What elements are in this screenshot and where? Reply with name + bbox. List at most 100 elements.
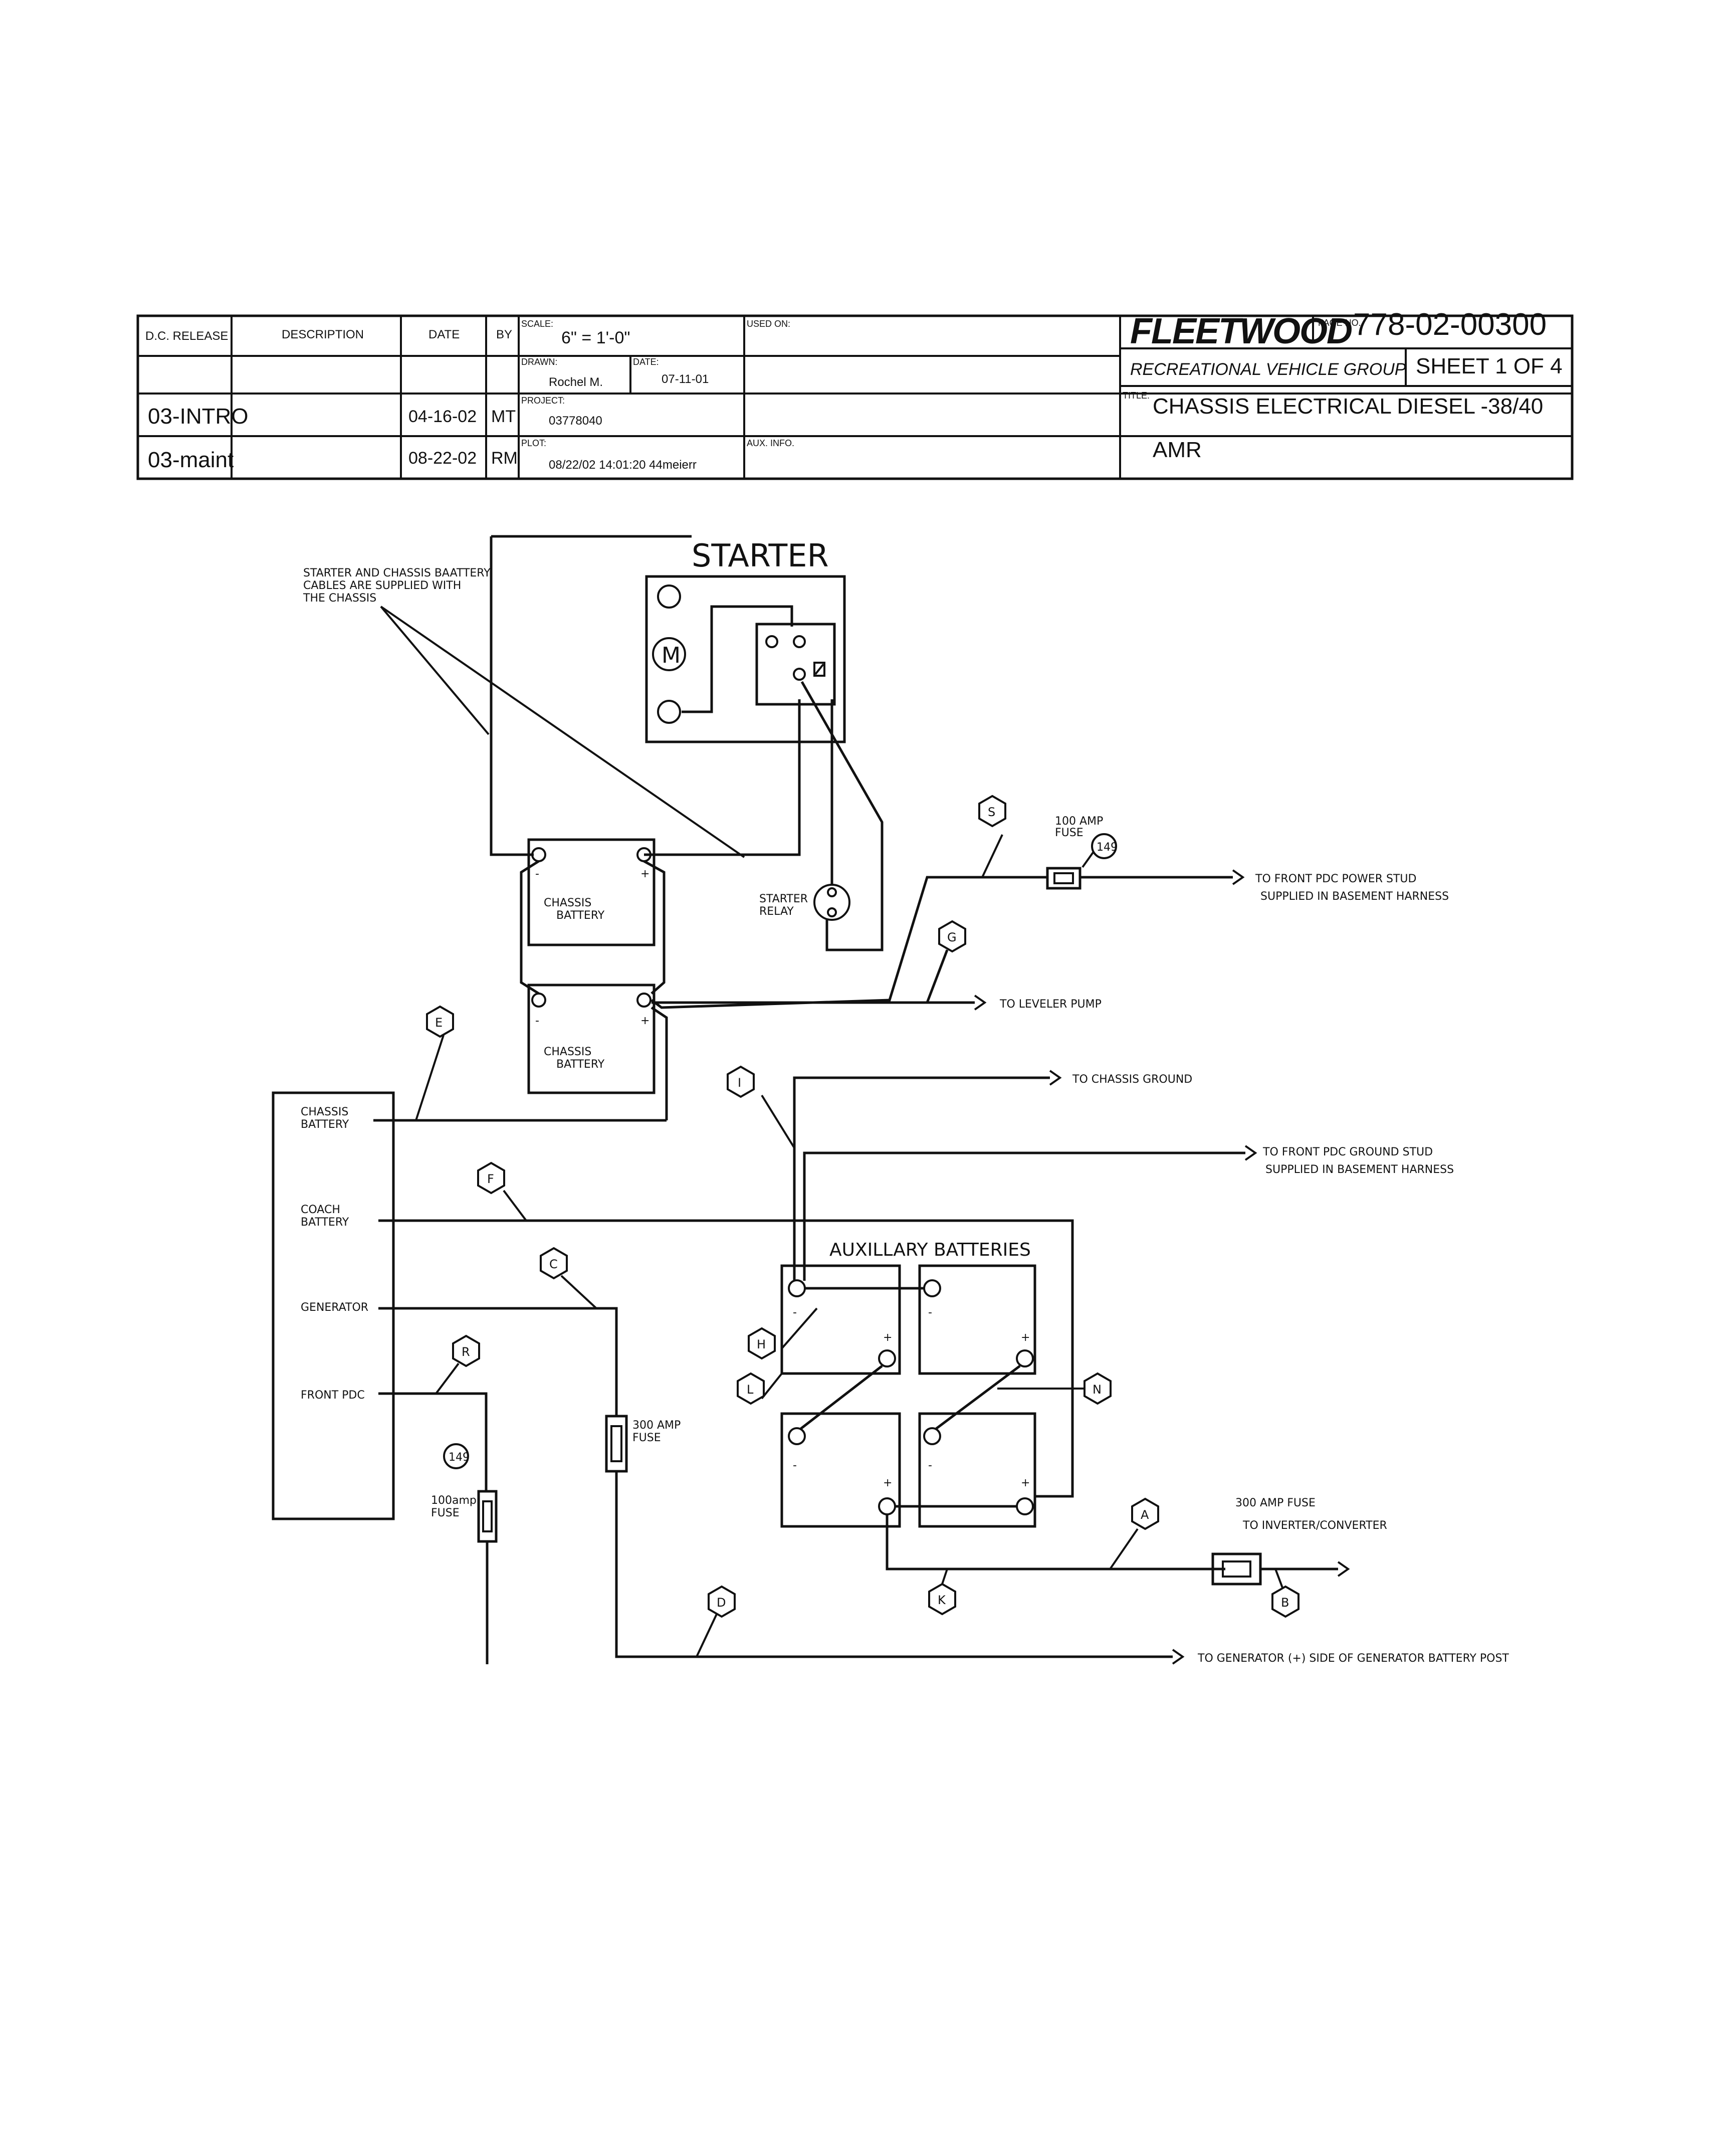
chassis-battery-1: - + CHASSIS BATTERY	[527, 838, 656, 946]
svg-text:SUPPLIED IN BASEMENT HARNESS: SUPPLIED IN BASEMENT HARNESS	[1260, 890, 1449, 903]
revision-row-1: 03-INTRO 04-16-02 MT	[148, 404, 516, 429]
motor-icon	[652, 637, 686, 671]
starter-label: STARTER	[692, 537, 829, 574]
aux-batteries-label: AUXILLARY BATTERIES	[829, 1240, 1031, 1260]
circuit-149-badge	[1091, 833, 1117, 859]
svg-text:S: S	[988, 805, 995, 819]
svg-text:FUSE: FUSE	[632, 1432, 661, 1444]
svg-text:-: -	[535, 1015, 539, 1027]
svg-text:D: D	[717, 1596, 726, 1610]
drawn-label: DRAWN:	[521, 357, 557, 367]
project-label: PROJECT:	[521, 396, 565, 406]
svg-text:L: L	[747, 1383, 754, 1397]
svg-text:TO FRONT PDC POWER STUD: TO FRONT PDC POWER STUD	[1255, 873, 1416, 885]
aux-battery-1: - +	[780, 1264, 901, 1375]
svg-text:STARTER AND CHASSIS BAATTERY: STARTER AND CHASSIS BAATTERY	[303, 567, 491, 579]
svg-text:-: -	[535, 868, 539, 880]
revision-date: 04-16-02	[408, 407, 477, 426]
fuse-100-amp	[1046, 867, 1081, 890]
title-label: TITLE:	[1123, 390, 1150, 401]
svg-text:COACH: COACH	[301, 1204, 340, 1216]
circuit-149-badge	[443, 1443, 469, 1469]
header-description: DESCRIPTION	[282, 328, 364, 341]
header-date: DATE	[428, 328, 460, 341]
svg-text:+: +	[883, 1477, 892, 1489]
svg-text:300 AMP FUSE: 300 AMP FUSE	[1235, 1497, 1316, 1509]
svg-text:TO LEVELER PUMP: TO LEVELER PUMP	[999, 998, 1102, 1011]
wire-tag-h: H	[748, 1327, 776, 1360]
svg-text:CHASSIS: CHASSIS	[301, 1106, 348, 1118]
svg-text:C: C	[549, 1257, 558, 1271]
svg-text:FUSE: FUSE	[431, 1507, 460, 1519]
scale-label: SCALE:	[521, 319, 553, 329]
svg-text:CHASSIS: CHASSIS	[544, 1046, 591, 1058]
svg-text:I: I	[738, 1076, 741, 1090]
svg-text:G: G	[947, 930, 957, 944]
svg-text:R: R	[462, 1345, 470, 1359]
svg-text:300 AMP: 300 AMP	[632, 1419, 681, 1432]
page-number: 778-02-00300	[1353, 307, 1547, 342]
fuse-300-amp	[605, 1415, 628, 1473]
starter-assembly: STARTER M	[645, 537, 846, 743]
fuse-100amp	[477, 1490, 498, 1543]
svg-text:GENERATOR: GENERATOR	[301, 1301, 368, 1314]
revision-release: 03-INTRO	[148, 404, 248, 429]
svg-text:CABLES ARE SUPPLIED WITH: CABLES ARE SUPPLIED WITH	[303, 579, 461, 592]
note-text: STARTER AND CHASSIS BAATTERY CABLES ARE …	[303, 567, 491, 605]
svg-text:-: -	[928, 1459, 932, 1472]
svg-text:FUSE: FUSE	[1055, 827, 1084, 839]
svg-text:TO GENERATOR (+) SIDE OF GENER: TO GENERATOR (+) SIDE OF GENERATOR BATTE…	[1197, 1652, 1509, 1665]
chassis-battery-2: - + CHASSIS BATTERY	[527, 984, 656, 1094]
aux-battery-3: - +	[780, 1412, 901, 1528]
brand-subtitle: RECREATIONAL VEHICLE GROUP	[1130, 360, 1406, 379]
fleetwood-logo: FLEETWOOD	[1130, 311, 1352, 351]
svg-text:+: +	[1021, 1331, 1030, 1344]
motor-label: M	[662, 643, 681, 668]
wire-tag-n: N	[1084, 1372, 1112, 1405]
drawn-value: Rochel M.	[549, 375, 603, 389]
svg-text:+: +	[640, 868, 650, 880]
svg-text:TO FRONT PDC GROUND STUD: TO FRONT PDC GROUND STUD	[1262, 1146, 1433, 1158]
project-value: 03778040	[549, 414, 602, 428]
wire-tag-f: F	[477, 1161, 505, 1195]
scale-value: 6" = 1'-0"	[561, 328, 630, 347]
svg-text:RELAY: RELAY	[759, 905, 794, 918]
svg-text:THE CHASSIS: THE CHASSIS	[303, 592, 376, 605]
svg-text:STARTER: STARTER	[759, 893, 808, 905]
wire-tag-a: A	[1131, 1497, 1159, 1530]
svg-text:BATTERY: BATTERY	[301, 1118, 349, 1131]
sheet-number: SHEET 1 OF 4	[1416, 354, 1563, 378]
header-dc-release: D.C. RELEASE	[145, 329, 228, 343]
revision-by: RM	[491, 449, 518, 468]
svg-text:A: A	[1141, 1508, 1149, 1522]
svg-text:-: -	[928, 1306, 932, 1319]
wire-tag-c: C	[540, 1247, 568, 1280]
svg-text:F: F	[487, 1172, 494, 1186]
svg-text:+: +	[883, 1331, 892, 1344]
revision-release: 03-maint	[148, 448, 234, 472]
wire-tag-r: R	[452, 1334, 480, 1367]
page-no-label: PAGE NO.	[1318, 318, 1361, 328]
wire-tag-i: I	[727, 1065, 755, 1098]
svg-text:B: B	[1281, 1596, 1289, 1610]
aux-battery-4: - +	[918, 1412, 1036, 1528]
svg-text:CHASSIS: CHASSIS	[544, 897, 591, 909]
svg-text:BATTERY: BATTERY	[556, 909, 605, 922]
wire-tag-g: G	[938, 920, 966, 953]
used-on-label: USED ON:	[747, 319, 790, 329]
svg-text:SUPPLIED IN BASEMENT HARNESS: SUPPLIED IN BASEMENT HARNESS	[1265, 1163, 1454, 1176]
wire-tag-s: S	[978, 795, 1006, 828]
drawing-title: CHASSIS ELECTRICAL DIESEL -38/40	[1153, 394, 1543, 419]
date-value: 07-11-01	[662, 372, 709, 386]
wire-tag-k: K	[928, 1583, 956, 1616]
svg-text:BATTERY: BATTERY	[301, 1216, 349, 1229]
revision-row-2: 03-maint 08-22-02 RM	[148, 448, 518, 472]
revision-date: 08-22-02	[408, 449, 477, 468]
svg-text:149: 149	[1097, 841, 1118, 854]
solenoid-box	[755, 623, 836, 706]
svg-text:-: -	[793, 1306, 797, 1319]
starter-relay: STARTER RELAY	[759, 884, 850, 921]
amr-label: AMR	[1153, 438, 1202, 462]
svg-text:100 AMP: 100 AMP	[1055, 815, 1103, 828]
